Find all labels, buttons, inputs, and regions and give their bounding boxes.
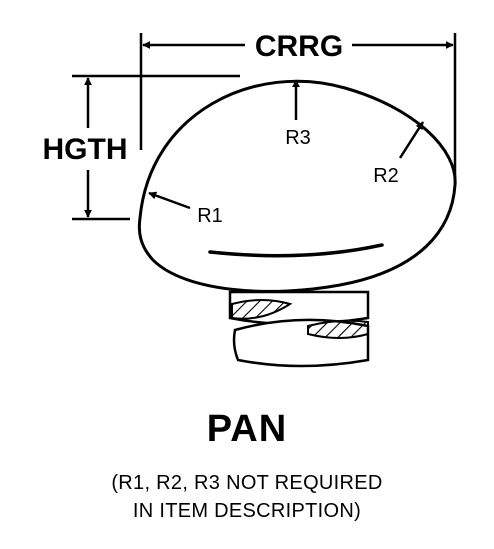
hgth-label: HGTH <box>43 133 128 166</box>
r3-label: R3 <box>285 127 311 149</box>
r2-leader <box>398 121 425 159</box>
thread-upper-hatch <box>231 299 293 320</box>
r2-label: R2 <box>373 165 399 187</box>
head-slot-line <box>208 243 384 258</box>
hgth-dimension <box>72 74 240 221</box>
thread-lower-hatch <box>307 319 369 339</box>
r1-label: R1 <box>197 205 223 227</box>
screw-shank <box>228 290 370 368</box>
note-line-1: (R1, R2, R3 NOT REQUIRED <box>111 472 383 494</box>
pan-head-outline <box>137 79 457 293</box>
note-line-2: IN ITEM DESCRIPTION) <box>132 500 362 522</box>
crrg-label: CRRG <box>255 30 343 63</box>
head-style-title: PAN <box>206 408 288 450</box>
r1-leader <box>148 191 191 210</box>
crrg-dimension <box>139 33 457 185</box>
